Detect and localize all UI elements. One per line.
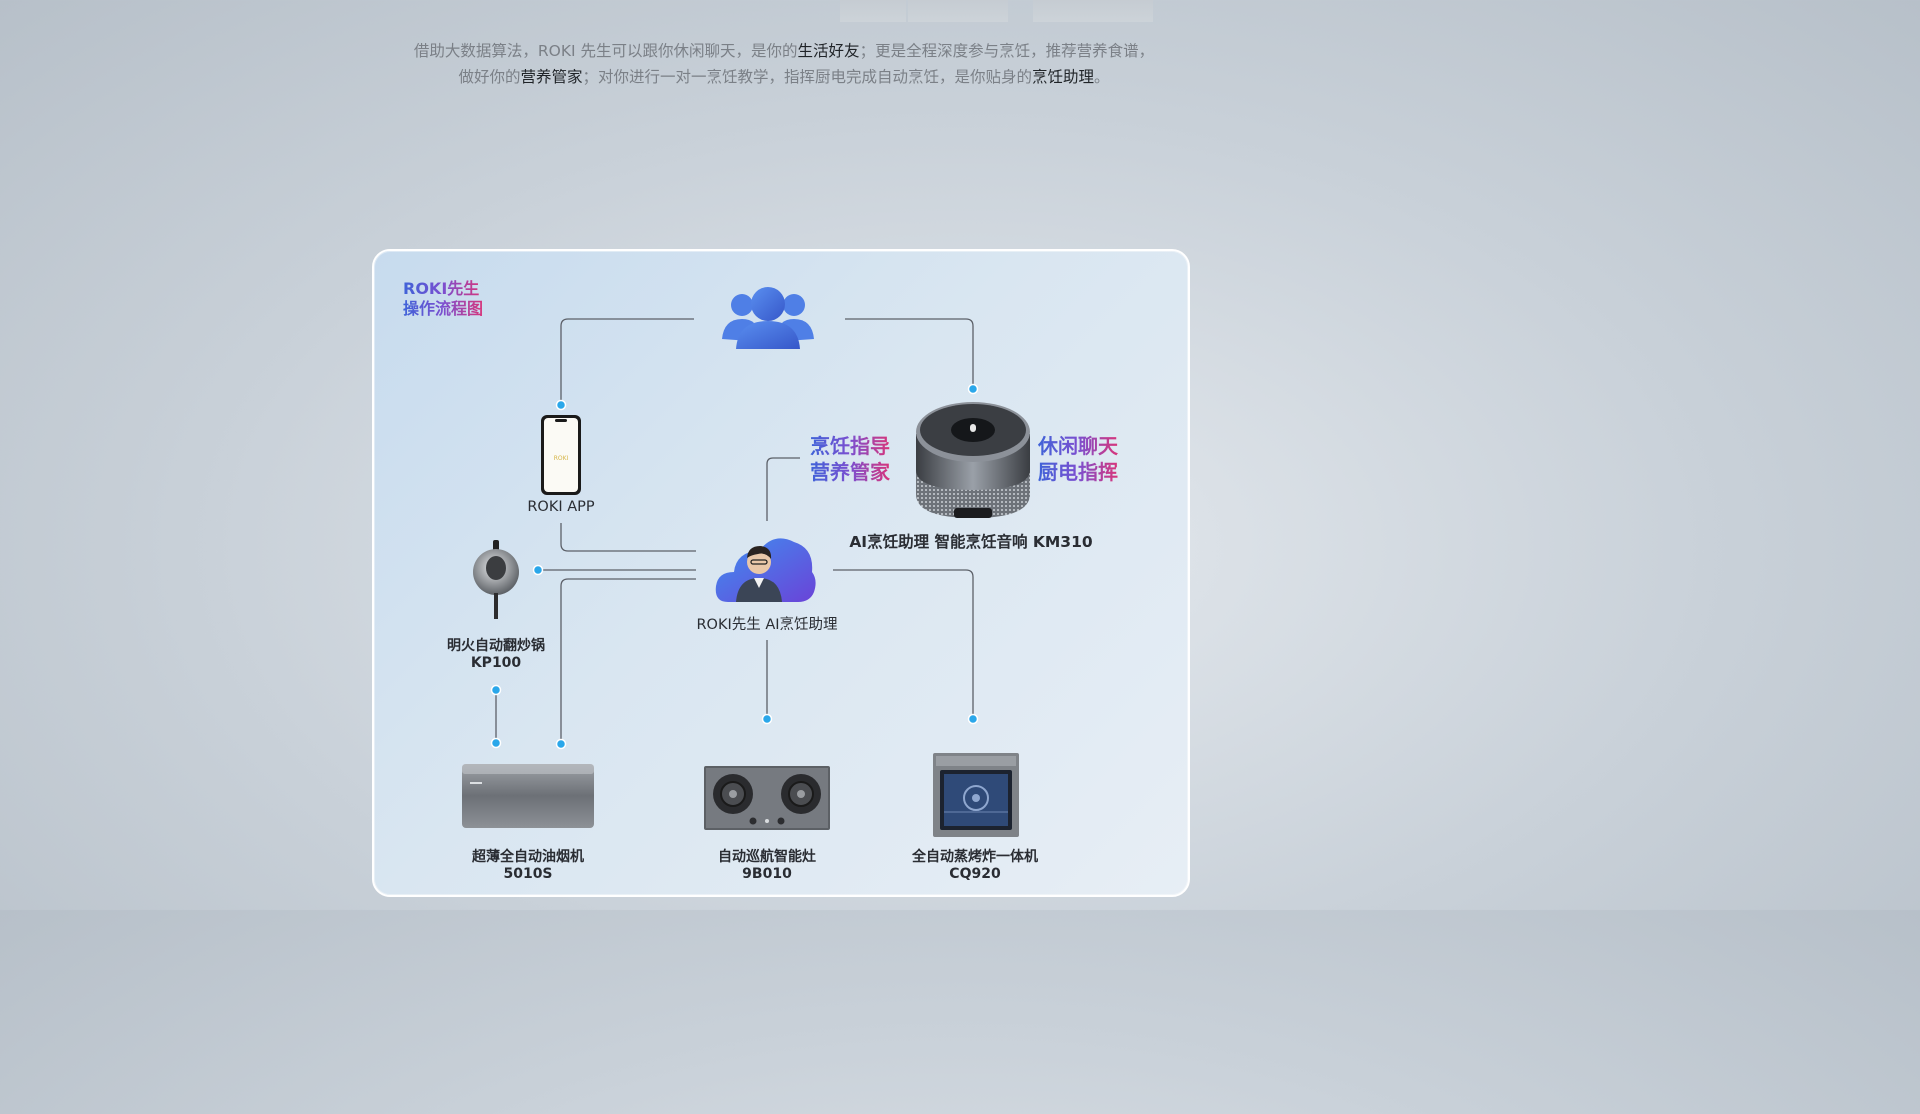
connector-dot (969, 385, 978, 394)
assistant-label: ROKI先生 AI烹饪助理 (682, 613, 852, 634)
phone-icon: ROKI (540, 414, 582, 496)
cloud-assistant-icon (714, 530, 818, 606)
oven-icon (932, 752, 1020, 838)
app-label: ROKI APP (516, 499, 606, 515)
feature-left: 烹饪指导 营养管家 (810, 433, 890, 485)
wok-icon (471, 538, 521, 620)
connector-speaker-cloud (767, 458, 800, 521)
connector-user-phone (561, 319, 694, 404)
connector-dot (492, 686, 501, 695)
diagram-title: ROKI先生 操作流程图 (403, 279, 483, 319)
range-hood-icon (460, 762, 596, 830)
wok-label: 明火自动翻炒锅 KP100 (436, 638, 556, 672)
gas-stove-icon (703, 765, 831, 831)
connector-dot (557, 740, 566, 749)
connector-cloud-oven (833, 570, 973, 718)
connector-user-speaker (845, 319, 973, 388)
phone-logo: ROKI (554, 455, 569, 462)
connector-dot (557, 401, 566, 410)
connector-dot (534, 566, 543, 575)
connector-dot (492, 739, 501, 748)
connector-phone-cloud (561, 523, 696, 551)
speaker-label: AI烹饪助理 智能烹饪音响 KM310 (818, 530, 1124, 552)
connector-dot (969, 715, 978, 724)
feature-right: 休闲聊天 厨电指挥 (1038, 433, 1118, 485)
user-group-icon (720, 283, 816, 351)
connector-dot (763, 715, 772, 724)
stove-label: 自动巡航智能灶 9B010 (697, 849, 837, 883)
hood-label: 超薄全自动油烟机 5010S (458, 849, 598, 883)
oven-label: 全自动蒸烤炸一体机 CQ920 (895, 849, 1055, 883)
smart-speaker-icon (912, 400, 1034, 524)
connector-cloud-hood (561, 579, 696, 744)
